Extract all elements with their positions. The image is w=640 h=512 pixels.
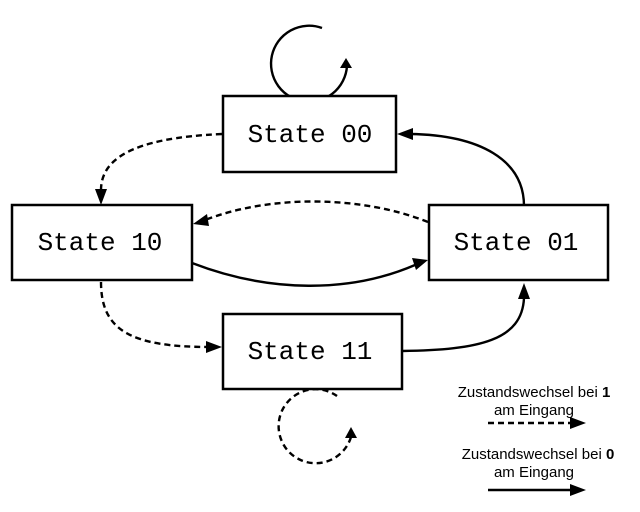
legend-input-0-line2: am Eingang <box>494 464 574 481</box>
legend-solid-arrowhead <box>570 484 586 496</box>
legend: Zustandswechsel bei 1 am Eingang Zustand… <box>458 384 615 496</box>
edge-s10-to-s11 <box>99 281 222 353</box>
legend-dashed-arrowhead <box>570 417 586 429</box>
arrowhead-s00-to-s10 <box>95 189 107 205</box>
legend-input-0-value: 0 <box>606 446 614 463</box>
state-01: State 01 <box>427 203 610 282</box>
edge-s01-to-s10 <box>193 200 429 226</box>
legend-input-0-caption: Zustandswechsel bei 0 <box>462 446 615 463</box>
state-00-label: State 00 <box>248 120 373 150</box>
state-01-label: State 01 <box>454 228 579 258</box>
arrowhead-s01-to-s10 <box>193 214 209 226</box>
edge-s10-to-s01 <box>191 258 428 287</box>
edge-s11-self-loop <box>277 388 357 465</box>
legend-input-0-text: Zustandswechsel bei <box>462 446 606 463</box>
legend-input-1-line2: am Eingang <box>494 402 574 419</box>
arrowhead-s11-to-s01 <box>518 283 530 299</box>
arrowhead-s01-to-s00 <box>397 128 413 140</box>
legend-input-1-caption: Zustandswechsel bei 1 <box>458 384 611 401</box>
state-10: State 10 <box>10 203 194 282</box>
edge-s00-to-s10 <box>95 132 223 205</box>
edge-s00-self-loop <box>269 24 352 103</box>
state-11-label: State 11 <box>248 337 373 367</box>
arrowhead-s00-self-loop <box>340 58 352 68</box>
arrowhead-s10-to-s01 <box>412 258 428 270</box>
legend-entry-input-0: Zustandswechsel bei 0 am Eingang <box>462 446 615 496</box>
edge-s11-to-s01 <box>401 283 530 353</box>
state-10-label: State 10 <box>38 228 163 258</box>
state-11: State 11 <box>221 312 404 391</box>
legend-input-1-text: Zustandswechsel bei <box>458 384 602 401</box>
edge-s01-to-s00 <box>397 128 526 207</box>
arrowhead-s10-to-s11 <box>206 341 222 353</box>
legend-entry-input-1: Zustandswechsel bei 1 am Eingang <box>458 384 611 429</box>
legend-input-1-value: 1 <box>602 384 610 401</box>
state-00: State 00 <box>221 94 398 174</box>
arrowhead-s11-self-loop <box>345 427 357 438</box>
